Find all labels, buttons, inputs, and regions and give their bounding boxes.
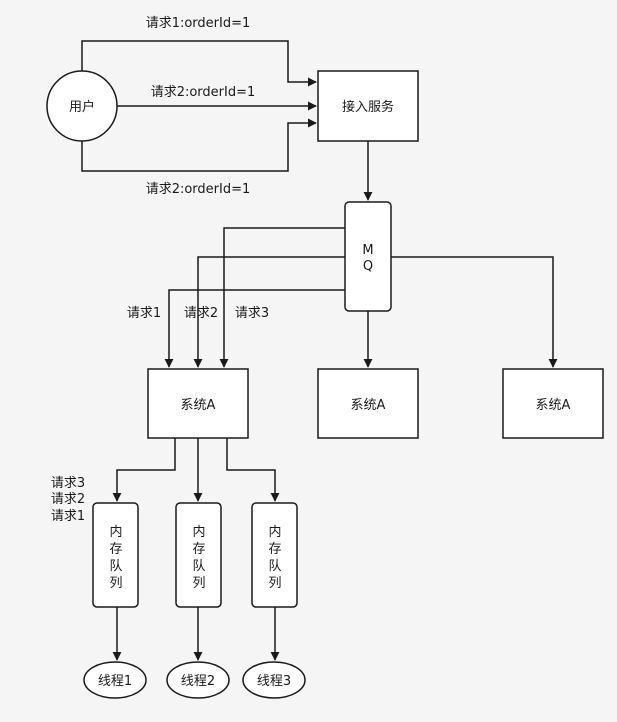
system-a-label-2: 系统A [351,398,386,413]
memory-queue-3-char: 列 [268,576,281,591]
memory-queue-1-char: 列 [109,576,122,591]
thread-label-1: 线程1 [98,674,132,689]
memory-queue-2-char: 内 [192,524,205,540]
edge-mq-sys1-req1 [164,289,345,368]
edge-mq-sys3 [391,256,558,368]
memory-queue-3-char: 内 [268,524,281,540]
memory-queue-1-char: 队 [109,559,122,574]
system-a-node-1: 系统A [147,368,249,439]
mq-request-label-3: 请求3 [235,306,269,321]
request-label-bottom: 请求2:orderId=1 [146,182,251,197]
mq-label-m: M [362,243,373,258]
mq-node: M Q [344,201,392,312]
edge-mq-sys1-req3 [219,227,345,368]
request-label-middle: 请求2:orderId=1 [151,85,256,100]
system-a-node-2: 系统A [317,368,419,439]
thread-node-3: 线程3 [242,661,306,699]
queue-request-label-2: 请求2 [51,492,85,507]
access-service-node: 接入服务 [317,70,419,142]
system-a-label-1: 系统A [181,398,216,413]
memory-queue-1: 内 存 队 列 [92,502,139,608]
memory-queue-1-char: 存 [109,542,122,557]
system-a-node-3: 系统A [502,368,604,439]
memory-queue-2: 内 存 队 列 [175,502,222,608]
thread-label-2: 线程2 [181,674,215,689]
edge-user-access-top [81,40,317,87]
memory-queue-2-char: 存 [192,542,205,557]
edge-user-access-bottom [81,118,317,172]
request-label-top: 请求1:orderId=1 [146,16,251,31]
user-label: 用户 [69,99,95,115]
thread-node-1: 线程1 [83,661,147,699]
queue-request-label-3: 请求3 [51,476,85,491]
mq-request-label-2: 请求2 [184,306,218,321]
edge-sys1-queue1 [112,438,176,502]
mq-label-q: Q [363,259,373,274]
memory-queue-3-char: 存 [268,542,281,557]
thread-node-2: 线程2 [166,661,230,699]
memory-queue-3: 内 存 队 列 [251,502,298,608]
thread-label-3: 线程3 [257,674,291,689]
memory-queue-1-char: 内 [109,524,122,540]
system-a-label-3: 系统A [536,398,571,413]
user-node: 用户 [46,70,118,142]
memory-queue-2-char: 列 [192,576,205,591]
access-service-label: 接入服务 [342,99,394,115]
memory-queue-3-char: 队 [268,559,281,574]
queue-request-label-1: 请求1 [51,509,85,524]
mq-request-label-1: 请求1 [127,306,161,321]
edge-mq-sys1-req2 [193,256,345,368]
edge-sys1-queue3 [226,438,280,502]
memory-queue-2-char: 队 [192,559,205,574]
